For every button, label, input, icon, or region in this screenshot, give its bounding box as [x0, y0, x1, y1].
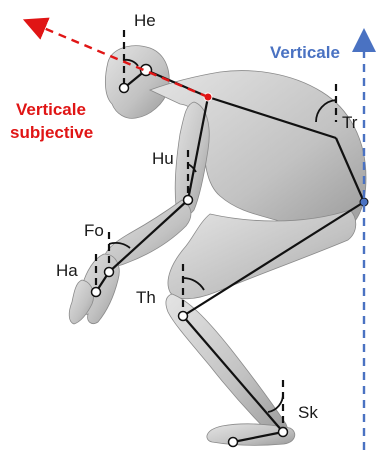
- ankle-joint-marker: [279, 428, 288, 437]
- label-head: He: [134, 11, 156, 30]
- label-thigh: Th: [136, 288, 156, 307]
- hand-joint-marker: [92, 288, 101, 297]
- head-joint-marker: [120, 84, 129, 93]
- human-figure: [69, 46, 366, 446]
- shoulder-joint-marker: [184, 196, 193, 205]
- subjective-vertical-label-line1: Verticale: [16, 100, 86, 119]
- wrist-joint-marker: [105, 268, 114, 277]
- knee-joint-marker: [179, 312, 188, 321]
- label-humerus: Hu: [152, 149, 174, 168]
- subjective-vertical-label-line2: subjective: [10, 123, 93, 142]
- toe-joint-marker: [229, 438, 238, 447]
- true-vertical-label: Verticale: [270, 43, 340, 62]
- label-forearm: Fo: [84, 221, 104, 240]
- label-hand: Ha: [56, 261, 78, 280]
- label-trunk: Tr: [342, 113, 358, 132]
- label-shank: Sk: [298, 403, 318, 422]
